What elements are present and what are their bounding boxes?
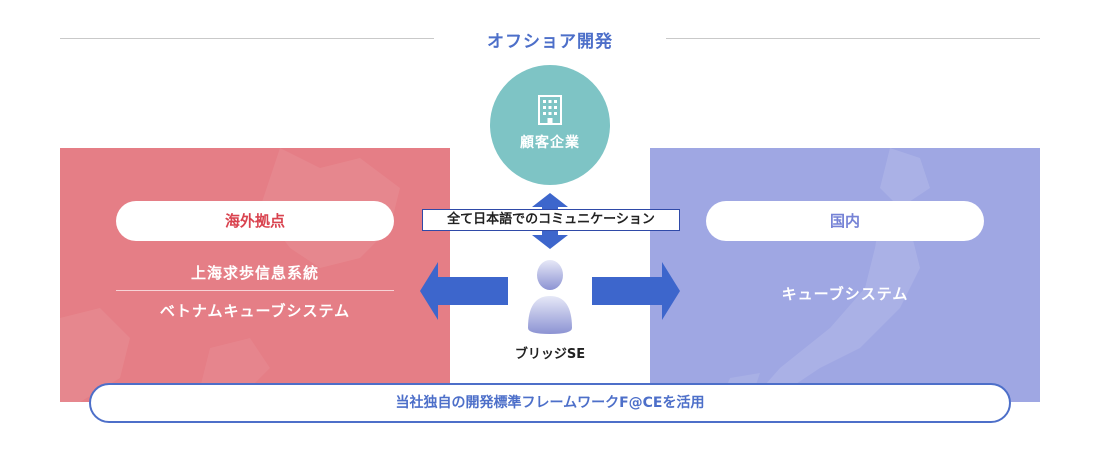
domestic-pill: 国内	[706, 201, 984, 241]
left-arrow	[420, 262, 508, 320]
person-icon	[528, 260, 572, 334]
company-divider	[116, 290, 394, 291]
framework-bar: 当社独自の開発標準フレームワークF@CEを活用	[89, 383, 1011, 423]
heading-rule-right	[666, 38, 1040, 39]
overseas-company-shanghai: 上海求歩信息系統	[190, 264, 319, 282]
overseas-company-vietnam: ベトナムキューブシステム	[159, 302, 351, 320]
communication-label: 全て日本語でのコミュニケーション	[422, 209, 680, 231]
building-icon	[538, 95, 562, 125]
overseas-pill: 海外拠点	[116, 201, 394, 241]
japan-map-decoration	[720, 148, 930, 402]
heading-rule-left	[60, 38, 434, 39]
bridge-se-label: ブリッジSE	[514, 347, 586, 362]
right-arrow	[592, 262, 680, 320]
customer-circle	[490, 65, 610, 185]
customer-label: 顧客企業	[520, 135, 580, 151]
domestic-panel	[650, 148, 1040, 402]
page-title: オフショア開発	[487, 32, 613, 52]
domestic-company: キューブシステム	[781, 285, 909, 303]
